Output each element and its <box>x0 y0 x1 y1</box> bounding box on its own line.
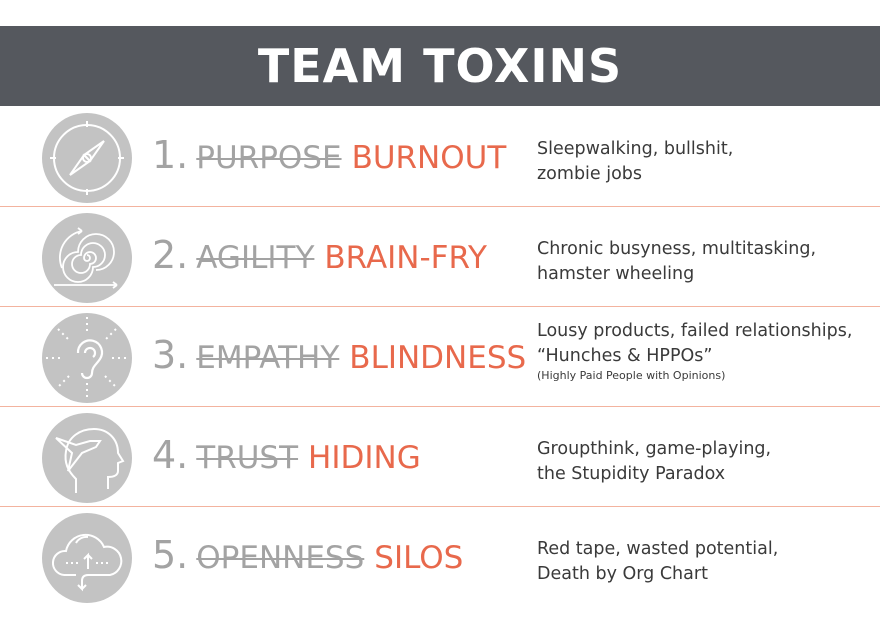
desc-line: Lousy products, failed relationships, <box>537 321 853 341</box>
separator <box>0 406 880 407</box>
desc-line: “Hunches & HPPOs” <box>537 346 713 366</box>
toxin-row-2: 2. AGILITY BRAIN-FRY Chronic busyness, m… <box>0 207 880 307</box>
struck-word: TRUST <box>196 440 299 476</box>
toxin-description: Chronic busyness, multitasking, hamster … <box>537 237 816 287</box>
cloud-icon <box>42 513 132 603</box>
desc-line: Red tape, wasted potential, <box>537 539 779 559</box>
separator <box>0 506 880 507</box>
desc-line: hamster wheeling <box>537 264 695 284</box>
toxin-row-3: 3. EMPATHY BLINDNESS Lousy products, fai… <box>0 307 880 407</box>
struck-word: OPENNESS <box>196 540 365 576</box>
item-number: 3. <box>152 333 189 377</box>
desc-line: zombie jobs <box>537 164 643 184</box>
desc-line: Death by Org Chart <box>537 564 708 584</box>
toxin-name: BRAIN-FRY <box>324 240 487 276</box>
toxin-row-1: 1. PURPOSE BURNOUT Sleepwalking, bullshi… <box>0 107 880 207</box>
page-title: TEAM TOXINS <box>257 39 623 93</box>
item-number: 1. <box>152 133 189 177</box>
spiral-icon <box>42 213 132 303</box>
toxin-name: SILOS <box>374 540 464 576</box>
separator <box>0 306 880 307</box>
toxin-description: Sleepwalking, bullshit, zombie jobs <box>537 137 733 187</box>
compass-icon <box>42 113 132 203</box>
toxin-description: Red tape, wasted potential, Death by Org… <box>537 537 778 587</box>
struck-word: PURPOSE <box>196 140 342 176</box>
toxin-description: Groupthink, game-playing, the Stupidity … <box>537 437 771 487</box>
toxin-name: BURNOUT <box>351 140 507 176</box>
toxin-name: BLINDNESS <box>349 340 527 376</box>
desc-line: the Stupidity Paradox <box>537 464 726 484</box>
struck-word: EMPATHY <box>196 340 340 376</box>
ear-icon <box>42 313 132 403</box>
toxin-description: Lousy products, failed relationships, “H… <box>537 319 852 383</box>
header: TEAM TOXINS <box>0 26 880 106</box>
desc-line: Chronic busyness, multitasking, <box>537 239 817 259</box>
item-number: 5. <box>152 533 189 577</box>
toxin-row-5: 5. OPENNESS SILOS Red tape, wasted poten… <box>0 507 880 607</box>
struck-word: AGILITY <box>196 240 315 276</box>
toxin-name: HIDING <box>308 440 421 476</box>
desc-note: (Highly Paid People with Opinions) <box>537 369 726 382</box>
desc-line: Groupthink, game-playing, <box>537 439 772 459</box>
separator <box>0 206 880 207</box>
toxin-row-4: 4. TRUST HIDING Groupthink, game-playing… <box>0 407 880 507</box>
item-number: 2. <box>152 233 189 277</box>
desc-line: Sleepwalking, bullshit, <box>537 139 734 159</box>
head-bird-icon <box>42 413 132 503</box>
item-number: 4. <box>152 433 189 477</box>
